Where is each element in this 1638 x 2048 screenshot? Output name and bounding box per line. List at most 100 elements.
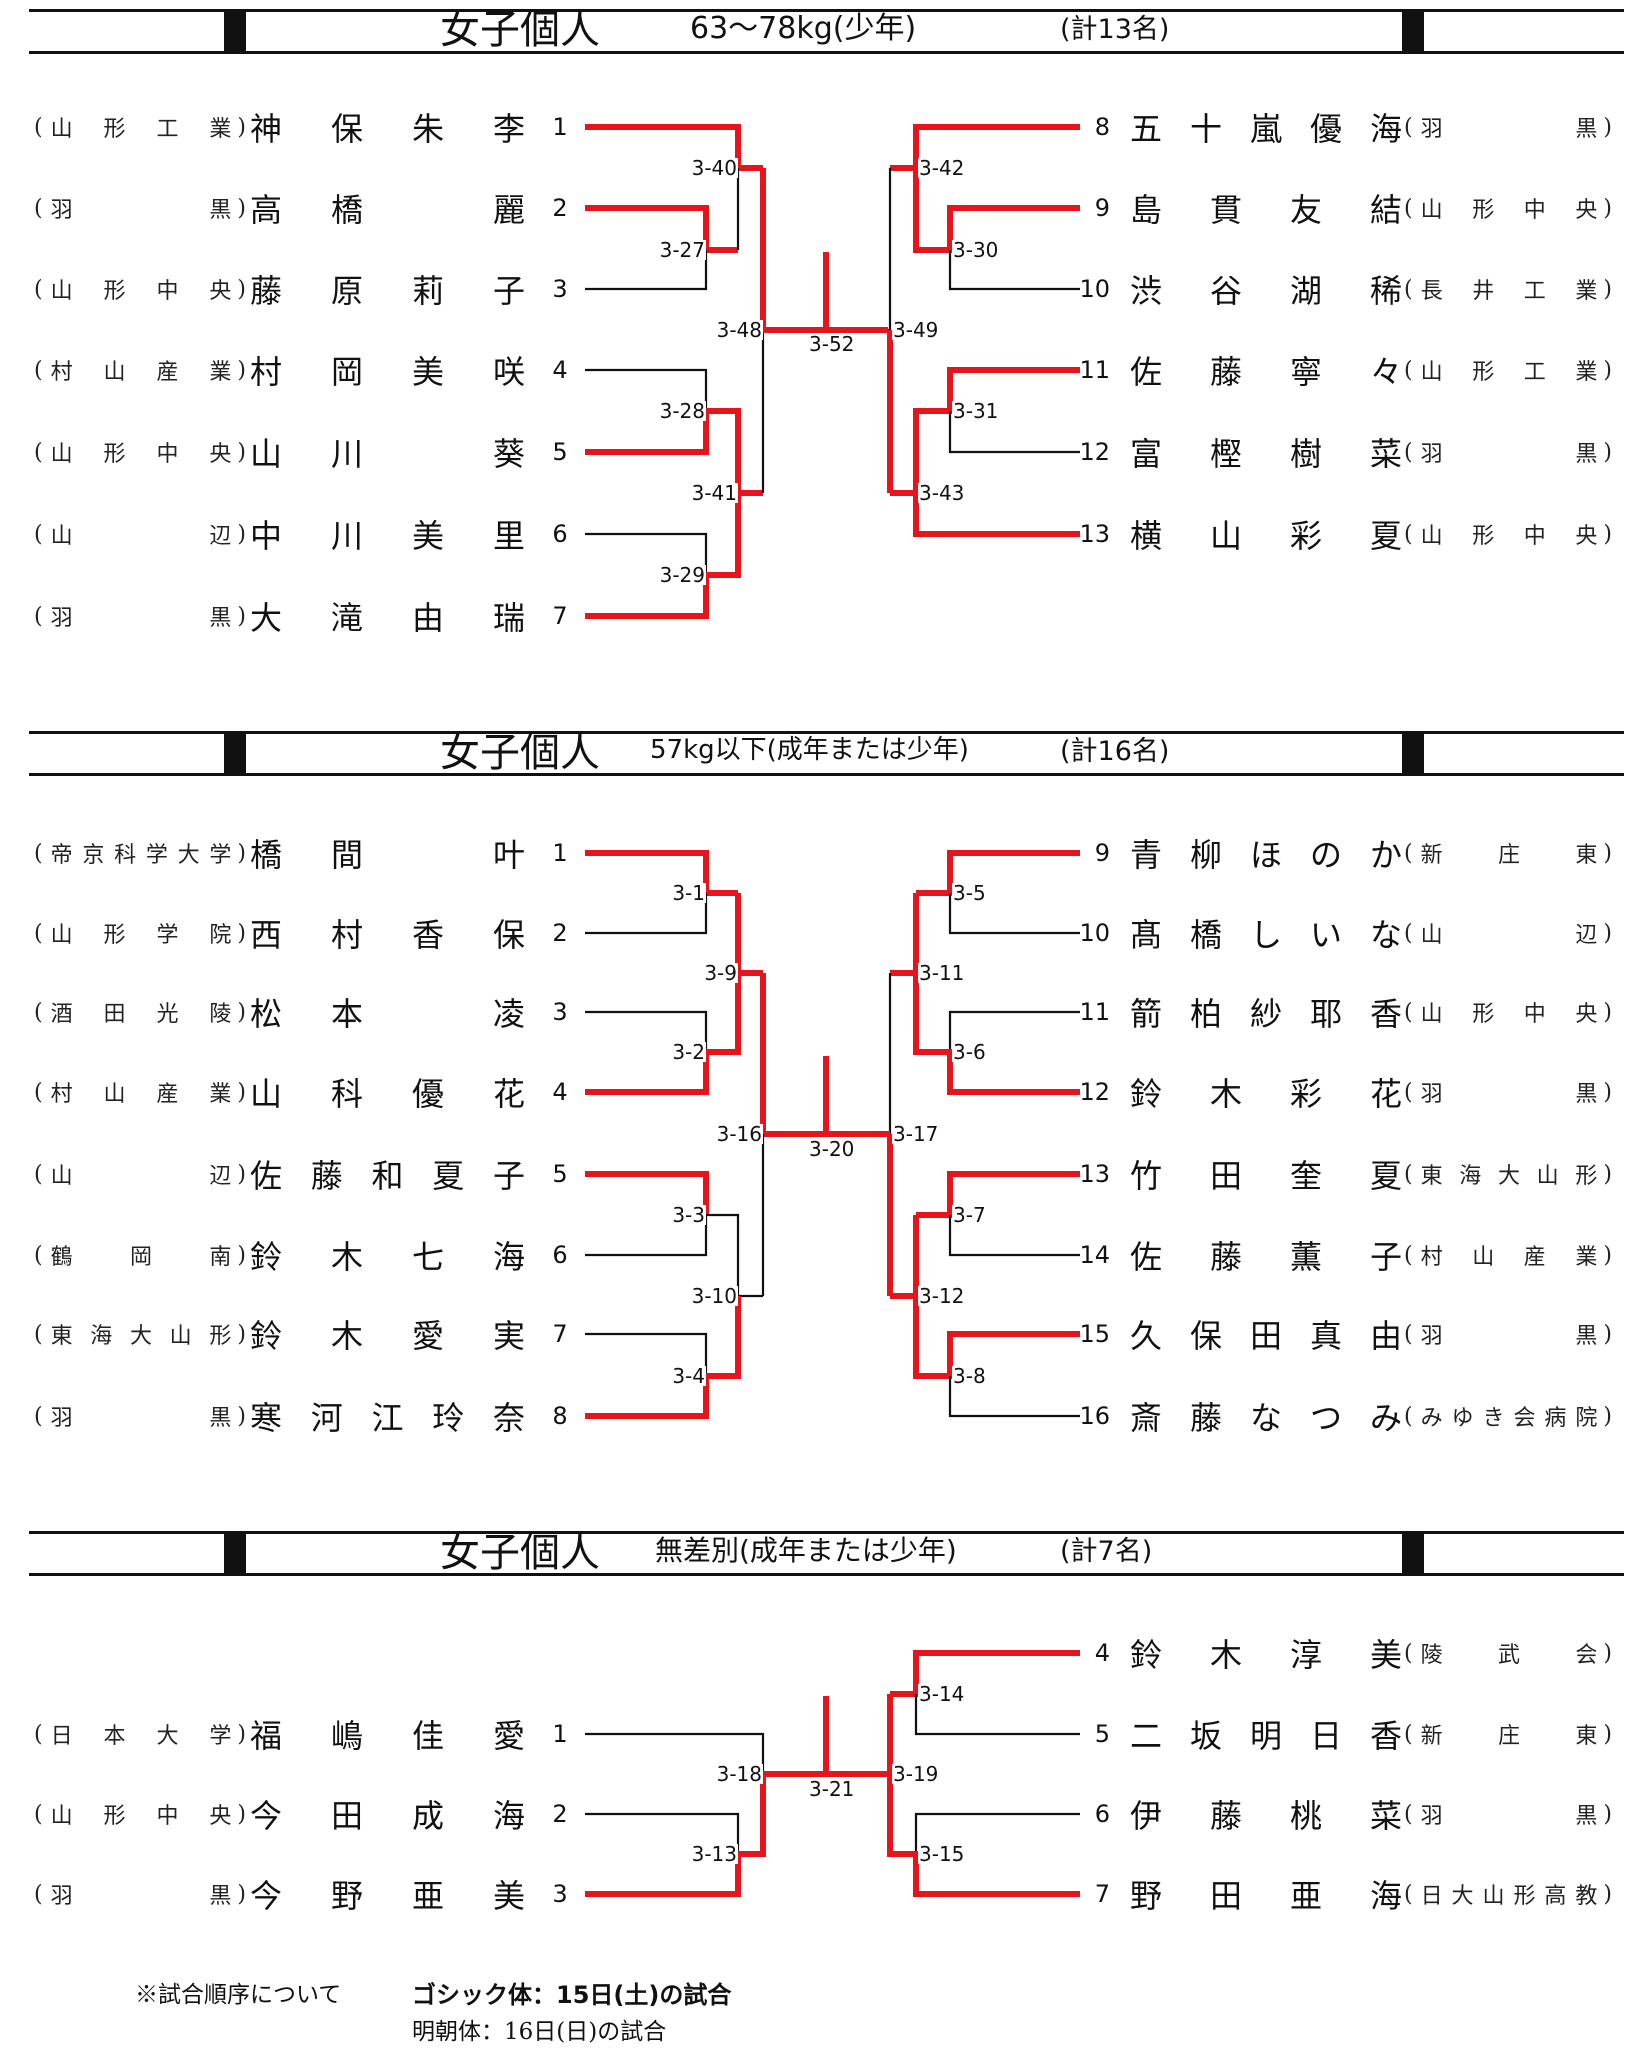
affiliation-text: 日大山形高教 <box>1420 1884 1598 1909</box>
affiliation-text: 村山産業 <box>50 1082 232 1107</box>
affiliation-text: 山形工業 <box>1420 360 1598 385</box>
affiliation-text: 村山産業 <box>1420 1245 1598 1270</box>
affiliation-text: 山辺 <box>1420 923 1598 948</box>
entry-number: 3 <box>552 998 568 1026</box>
header-top-rule <box>29 731 1624 734</box>
bracket-line <box>948 250 1080 291</box>
bracket-line <box>916 850 1080 896</box>
entry-name: 寒河江玲奈 <box>250 1399 525 1437</box>
bracket-line <box>585 893 708 935</box>
entry-affiliation: (山形中央) <box>34 434 246 470</box>
affiliation-text: 山形中央 <box>1420 1002 1598 1027</box>
entry-number: 11 <box>1079 998 1110 1026</box>
entry-affiliation: (山形工業) <box>1404 352 1612 388</box>
entry-number: 12 <box>1079 438 1110 466</box>
entry-affiliation: (村山産業) <box>34 352 246 388</box>
entry-affiliation: (山形学院) <box>34 915 246 951</box>
match-number: 3-31 <box>952 399 1000 423</box>
entry-number: 15 <box>1079 1320 1110 1348</box>
bracket-line <box>948 1215 1080 1257</box>
note-heading: ※試合順序について <box>135 1982 342 2008</box>
affiliation-text: 羽黒 <box>50 606 232 631</box>
entry-number: 13 <box>1079 1160 1110 1188</box>
match-number: 3-29 <box>658 563 706 587</box>
match-number: 3-5 <box>952 881 987 905</box>
header-top-rule <box>29 1531 1624 1534</box>
entry-name: 今田成海 <box>250 1797 525 1835</box>
entry-affiliation: (羽黒) <box>1404 109 1612 145</box>
entry-number: 10 <box>1079 275 1110 303</box>
note-gothic: ゴシック体：15日(土)の試合 <box>412 1981 732 2009</box>
header-right-block <box>1402 9 1424 51</box>
entry-affiliation: (村山産業) <box>34 1074 246 1110</box>
entry-affiliation: (日本大学) <box>34 1716 246 1752</box>
match-number: 3-42 <box>918 156 966 180</box>
entry-number: 12 <box>1079 1078 1110 1106</box>
entry-number: 4 <box>1094 1639 1110 1667</box>
entry-name: 佐藤薫子 <box>1130 1238 1402 1276</box>
entry-name: 横山彩夏 <box>1130 517 1402 555</box>
entry-number: 1 <box>552 839 568 867</box>
entry-affiliation: (みゆき会病院) <box>1404 1398 1612 1434</box>
affiliation-text: 山形中央 <box>1420 524 1598 549</box>
entry-name: 鈴木愛実 <box>250 1317 525 1355</box>
entry-affiliation: (山形中央) <box>34 271 246 307</box>
bracket-line <box>948 411 1080 454</box>
entry-name: 竹田奎夏 <box>1130 1157 1402 1195</box>
match-number: 3-17 <box>892 1122 940 1146</box>
bracket-line <box>887 1774 1080 1897</box>
bracket-line <box>890 124 1080 171</box>
bracket-line <box>585 1774 766 1897</box>
entry-affiliation: (山辺) <box>34 1156 246 1192</box>
entry-number: 3 <box>552 275 568 303</box>
header-top-rule <box>29 9 1624 12</box>
bracket-title: 女子個人 <box>440 1530 600 1576</box>
entry-name: 村岡美咲 <box>250 353 525 391</box>
bracket-line <box>585 1213 763 1298</box>
bracket-count: (計16名) <box>1060 736 1170 767</box>
affiliation-text: 村山産業 <box>50 360 232 385</box>
entry-name: 鈴木淳美 <box>1130 1636 1402 1674</box>
entry-name: 野田亜海 <box>1130 1877 1402 1915</box>
match-number: 3-43 <box>918 481 966 505</box>
match-number: 3-9 <box>690 963 738 983</box>
entry-affiliation: (山形中央) <box>1404 516 1612 552</box>
match-number: 3-13 <box>690 1842 738 1866</box>
affiliation-text: 山形中央 <box>50 1804 232 1829</box>
affiliation-text: 新庄東 <box>1420 843 1598 868</box>
entry-affiliation: (鶴岡南) <box>34 1237 246 1273</box>
entry-number: 9 <box>1094 194 1110 222</box>
affiliation-text: 山形中央 <box>50 279 232 304</box>
entry-name: 中川美里 <box>250 517 525 555</box>
entry-affiliation: (東海大山形) <box>1404 1156 1612 1192</box>
affiliation-text: 羽黒 <box>50 1406 232 1431</box>
entry-name: 佐藤寧々 <box>1130 353 1402 391</box>
entry-number: 5 <box>552 1160 568 1188</box>
header-bottom-rule <box>29 1573 1624 1576</box>
entry-affiliation: (羽黒) <box>1404 1316 1612 1352</box>
affiliation-text: 山形学院 <box>50 923 232 948</box>
bracket-count: (計13名) <box>1060 14 1170 45</box>
bracket-line <box>706 973 741 1055</box>
affiliation-text: 酒田光陵 <box>50 1002 232 1027</box>
bracket-line <box>948 893 1080 935</box>
entry-affiliation: (羽黒) <box>34 1876 246 1912</box>
match-number: 3-14 <box>918 1682 966 1706</box>
entry-number: 5 <box>1094 1720 1110 1748</box>
bracket-line <box>890 1215 919 1299</box>
affiliation-text: 山辺 <box>50 1164 232 1189</box>
entry-number: 14 <box>1079 1241 1110 1269</box>
entry-number: 11 <box>1079 356 1110 384</box>
entry-name: 神保朱李 <box>250 110 525 148</box>
entry-name: 鈴木彩花 <box>1130 1075 1402 1113</box>
match-number: 3-21 <box>808 1777 856 1801</box>
bracket-line <box>585 1296 741 1419</box>
entry-affiliation: (羽黒) <box>1404 1796 1612 1832</box>
affiliation-text: 羽黒 <box>1420 442 1598 467</box>
entry-name: 福嶋佳愛 <box>250 1717 525 1755</box>
entry-number: 7 <box>1094 1880 1110 1908</box>
bracket-line <box>948 1376 1080 1418</box>
affiliation-text: 羽黒 <box>1420 1804 1598 1829</box>
bracket-line <box>914 1694 1080 1736</box>
bracket-line <box>913 973 1080 1095</box>
